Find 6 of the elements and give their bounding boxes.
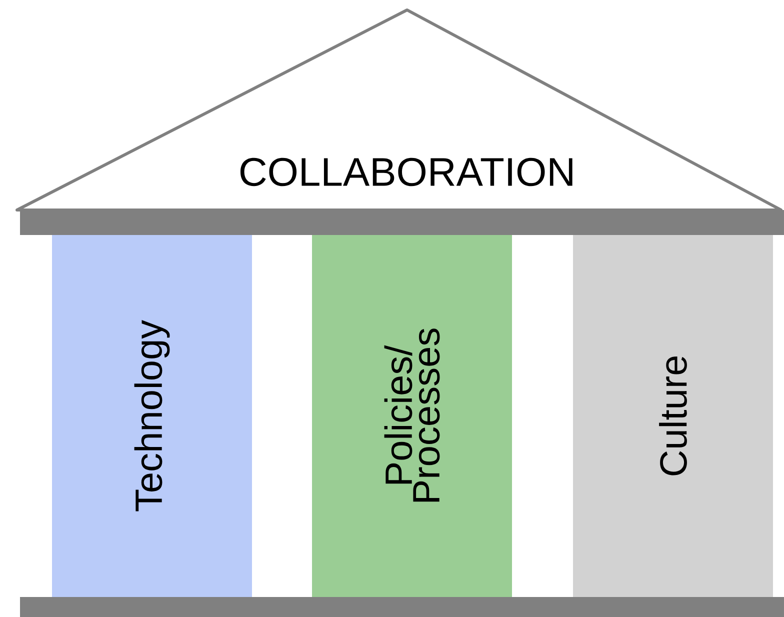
roof-triangle: COLLABORATION [16,8,782,212]
pillar: Policies/ Processes [312,234,512,597]
beam [20,596,784,617]
pillar: Culture [573,234,773,597]
pillar: Technology [52,234,252,597]
beam [20,210,784,235]
